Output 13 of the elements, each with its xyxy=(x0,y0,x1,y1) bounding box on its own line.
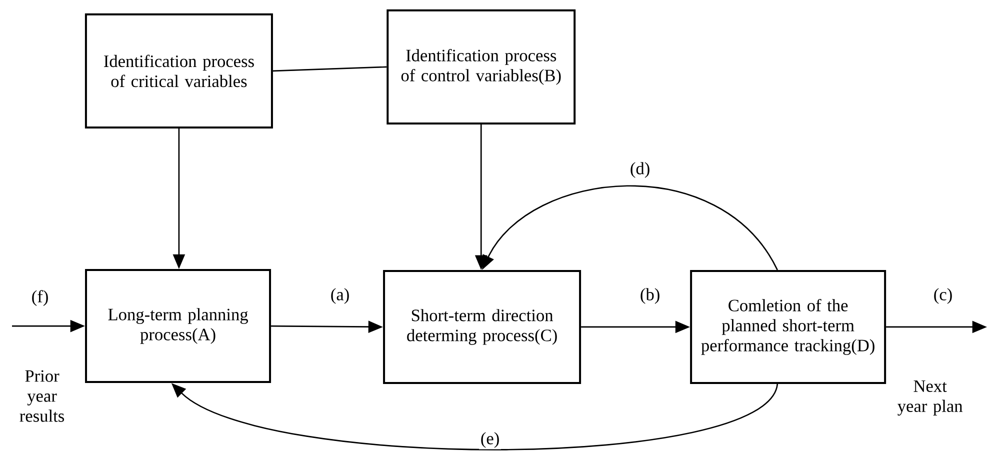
flow-note: Next year plan xyxy=(898,380,963,416)
process-box: Comletion of the planned short-term performance tracking(D) xyxy=(690,270,886,384)
flow-note: Prior year results xyxy=(20,370,64,422)
process-box: Short-term direction determing process(C) xyxy=(383,270,582,384)
edge-label: (b) xyxy=(638,286,662,306)
edge-label: (c) xyxy=(932,286,954,306)
process-box: Identification process of critical variables xyxy=(84,13,273,128)
edge-label: (a) xyxy=(329,286,351,306)
process-box: Identification process of control variables(B) xyxy=(386,9,576,124)
edge-label: (e) xyxy=(479,430,501,450)
process-box: Long-term planning process(A) xyxy=(85,268,272,383)
edge-label: (d) xyxy=(628,160,652,180)
edge-label: (f) xyxy=(30,288,50,308)
